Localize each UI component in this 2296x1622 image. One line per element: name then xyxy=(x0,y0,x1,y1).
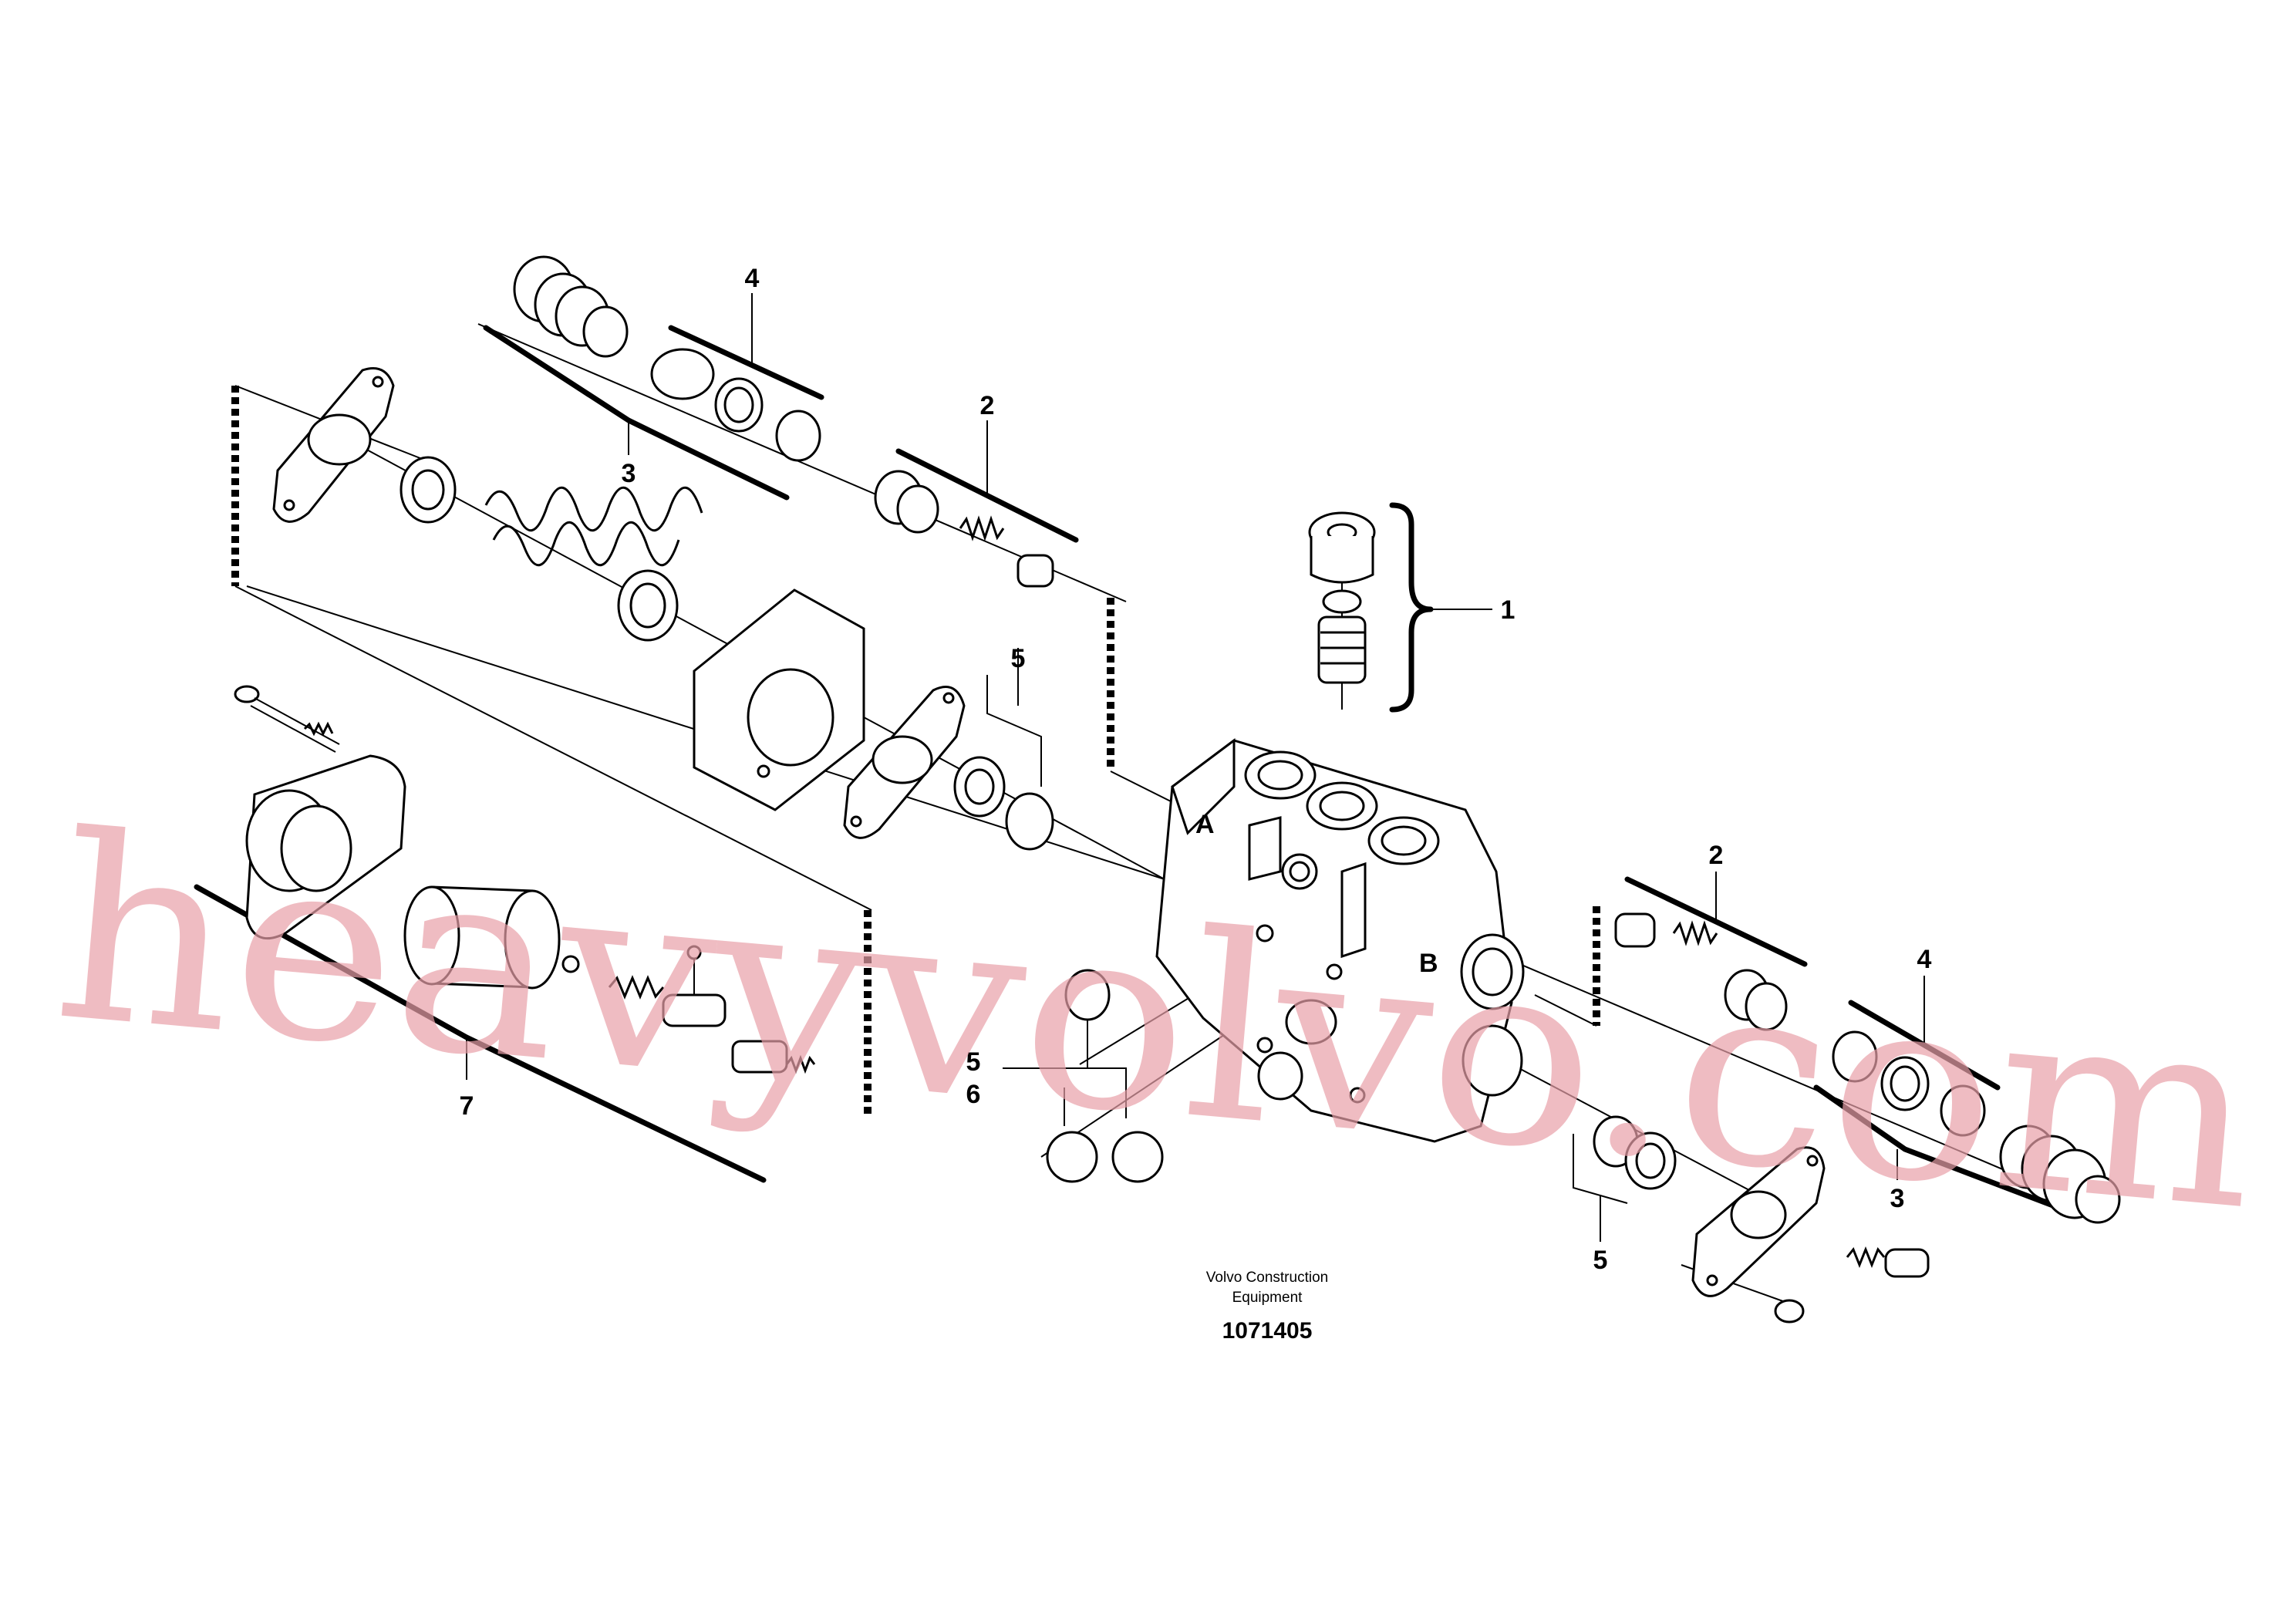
end-cap-lower-left xyxy=(245,754,406,940)
callouts: 4 3 2 1 5 5 6 7 2 4 3 5 xyxy=(460,264,1932,1275)
seal-right-5 xyxy=(1593,1115,1677,1190)
sleeve-lower-left xyxy=(403,885,580,990)
callout-7: 7 xyxy=(460,1091,474,1121)
watermark: heavyvolvo.com xyxy=(46,780,2269,1267)
callout-4-top: 4 xyxy=(745,264,760,293)
callout-4-right: 4 xyxy=(1917,945,1932,974)
relief-plug-right xyxy=(1999,1125,2121,1224)
callout-5-middle: 5 xyxy=(966,1047,981,1077)
bolt-right xyxy=(1774,1246,1930,1324)
seal-kit-right xyxy=(1832,1030,1986,1137)
spring-guide xyxy=(617,569,679,642)
callout-1: 1 xyxy=(1501,595,1515,625)
seal-left-5 xyxy=(953,756,1054,851)
callout-5-upper: 5 xyxy=(1011,644,1026,673)
callout-2-right: 2 xyxy=(1709,841,1724,870)
relief-plug-top xyxy=(513,255,629,358)
port-mark-b: B xyxy=(1419,949,1438,978)
port-mark-a: A xyxy=(1195,810,1215,839)
valve-body: A B xyxy=(1155,738,1525,1143)
bolt-lower-left xyxy=(234,685,340,753)
callout-2-top: 2 xyxy=(980,391,995,420)
plug-1 xyxy=(1308,511,1376,684)
seals-middle xyxy=(1046,969,1164,1183)
callout-6: 6 xyxy=(966,1080,981,1109)
check-valve-right xyxy=(1614,912,1788,1031)
spool-lower-left xyxy=(608,945,816,1074)
flange-plate-left xyxy=(272,367,395,523)
spring-seat xyxy=(400,456,457,524)
gasket-flange xyxy=(843,686,966,839)
dashed-brackets xyxy=(231,385,1600,1118)
spacer-block xyxy=(693,588,865,811)
end-plate-right xyxy=(1691,1146,1826,1297)
check-valve-top xyxy=(874,470,1054,588)
callout-3-right: 3 xyxy=(1890,1184,1905,1213)
main-spring xyxy=(484,487,703,566)
callout-5-lower: 5 xyxy=(1593,1246,1608,1275)
credit-line-1: Volvo Construction xyxy=(1206,1270,1328,1286)
part-number: 1071405 xyxy=(1222,1318,1313,1344)
credit-line-2: Equipment xyxy=(1232,1290,1303,1306)
grouping-brackets xyxy=(194,293,2070,1214)
seal-kit-top xyxy=(650,348,821,462)
callout-3-top: 3 xyxy=(622,459,636,488)
